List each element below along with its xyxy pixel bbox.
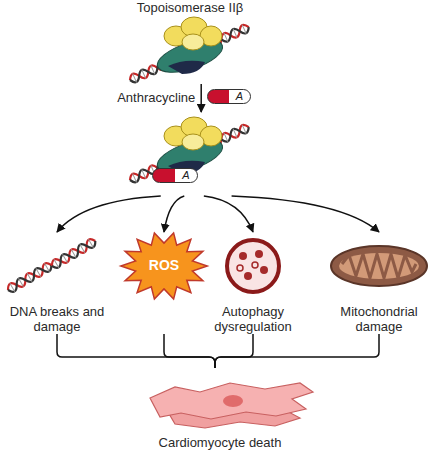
broken-dna [6,237,98,295]
node-text: Autophagy dysregulation [198,304,308,334]
merge-bracket [215,334,253,368]
merge-bracket [215,334,379,368]
enzyme-node: Topoisomerase IIβ [110,0,270,84]
node-text: ROS [149,258,179,273]
merge-bracket [57,334,215,368]
outcome-node: Cardiomyocyte death [120,368,320,450]
effect-node: DNA breaks and damage [2,232,112,334]
node-text: A [208,90,250,102]
flow-arrow [232,196,379,232]
bound-complex [128,117,251,185]
node-text: Mitochondrial damage [318,304,440,334]
ros-burst [121,233,207,299]
effect-node: Mitochondrial damage [318,232,440,334]
flow-arrow [164,196,184,232]
autophagosome [227,240,279,292]
node-text: DNA breaks and damage [2,304,112,334]
drug-enzyme-complex: A [120,112,260,196]
effect-node: Autophagy dysregulation [198,232,308,334]
flow-arrow [200,84,202,112]
node-text: A [153,169,197,181]
drug-pill: A [152,168,198,183]
merge-bracket [164,334,215,368]
mitochondrion [331,246,427,286]
topoisomerase-complex [128,17,251,85]
edge-label: Anthracycline [117,90,195,105]
node-text: Cardiomyocyte death [120,435,320,450]
node-text: Topoisomerase IIβ [137,0,243,15]
flow-arrow [204,196,253,232]
effect-node: ROS [118,232,210,334]
drug-pill: A [207,89,251,104]
flow-arrow [57,196,161,232]
cardiomyocyte [150,383,313,428]
